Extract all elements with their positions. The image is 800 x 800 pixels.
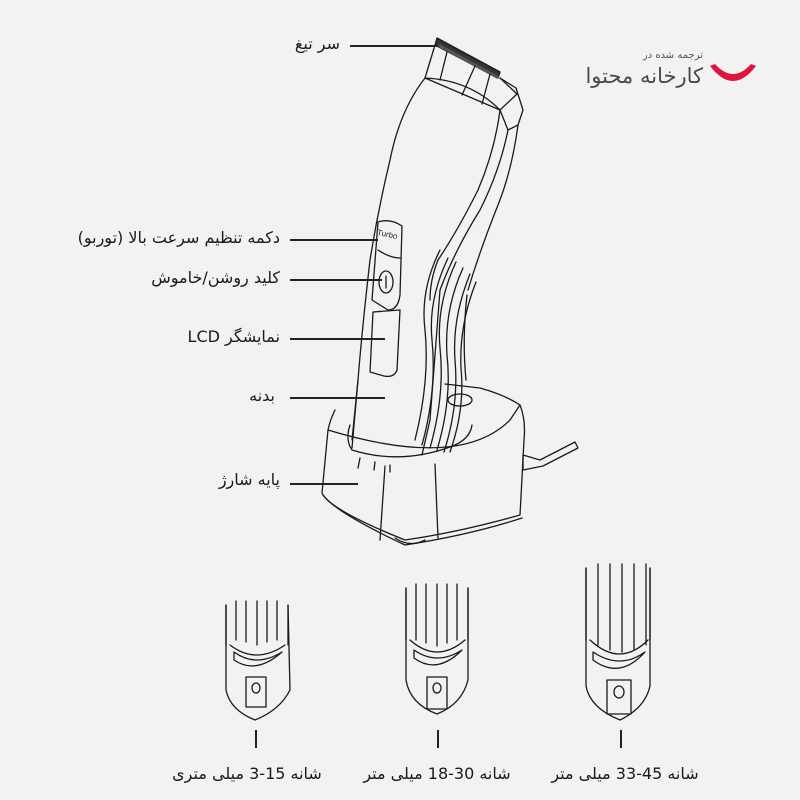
leader-line-blade-head [350, 45, 438, 47]
logo-subtitle: ترجمه شده در [642, 50, 703, 61]
label-blade-head: سر تیغ [294, 34, 340, 53]
comb-large-illustration [585, 563, 651, 721]
leader-line-comb-medium [437, 730, 439, 748]
leader-line-body [290, 397, 385, 399]
label-body: بدنه [249, 386, 275, 405]
leader-line-comb-small [255, 730, 257, 748]
clipper-illustration [351, 37, 524, 456]
label-comb-medium: شانه 30-18 میلی متر [363, 764, 511, 783]
label-turbo-button: دکمه تنظیم سرعت بالا (توربو) [77, 228, 280, 247]
smile-arc-icon [710, 64, 756, 81]
leader-line-comb-large [620, 730, 622, 748]
leader-line-turbo-button [290, 239, 378, 241]
label-comb-large: شانه 45-33 میلی متر [551, 764, 699, 783]
label-comb-small: شانه 15-3 میلی متری [172, 764, 322, 783]
leader-line-charging-base [290, 483, 358, 485]
comb-small-illustration [225, 600, 291, 721]
brand-logo: ترجمه شده در کارخانه محتوا [585, 50, 765, 100]
label-charging-base: پایه شارژ [218, 470, 280, 489]
label-power-switch: کلید روشن/خاموش [151, 268, 280, 287]
logo-title: کارخانه محتوا [585, 64, 703, 88]
leader-line-power-switch [290, 279, 382, 281]
comb-medium-illustration [405, 583, 469, 715]
label-lcd-display: نمایشگر LCD [187, 327, 280, 346]
charging-base-illustration [321, 383, 579, 546]
leader-line-lcd-display [290, 338, 385, 340]
